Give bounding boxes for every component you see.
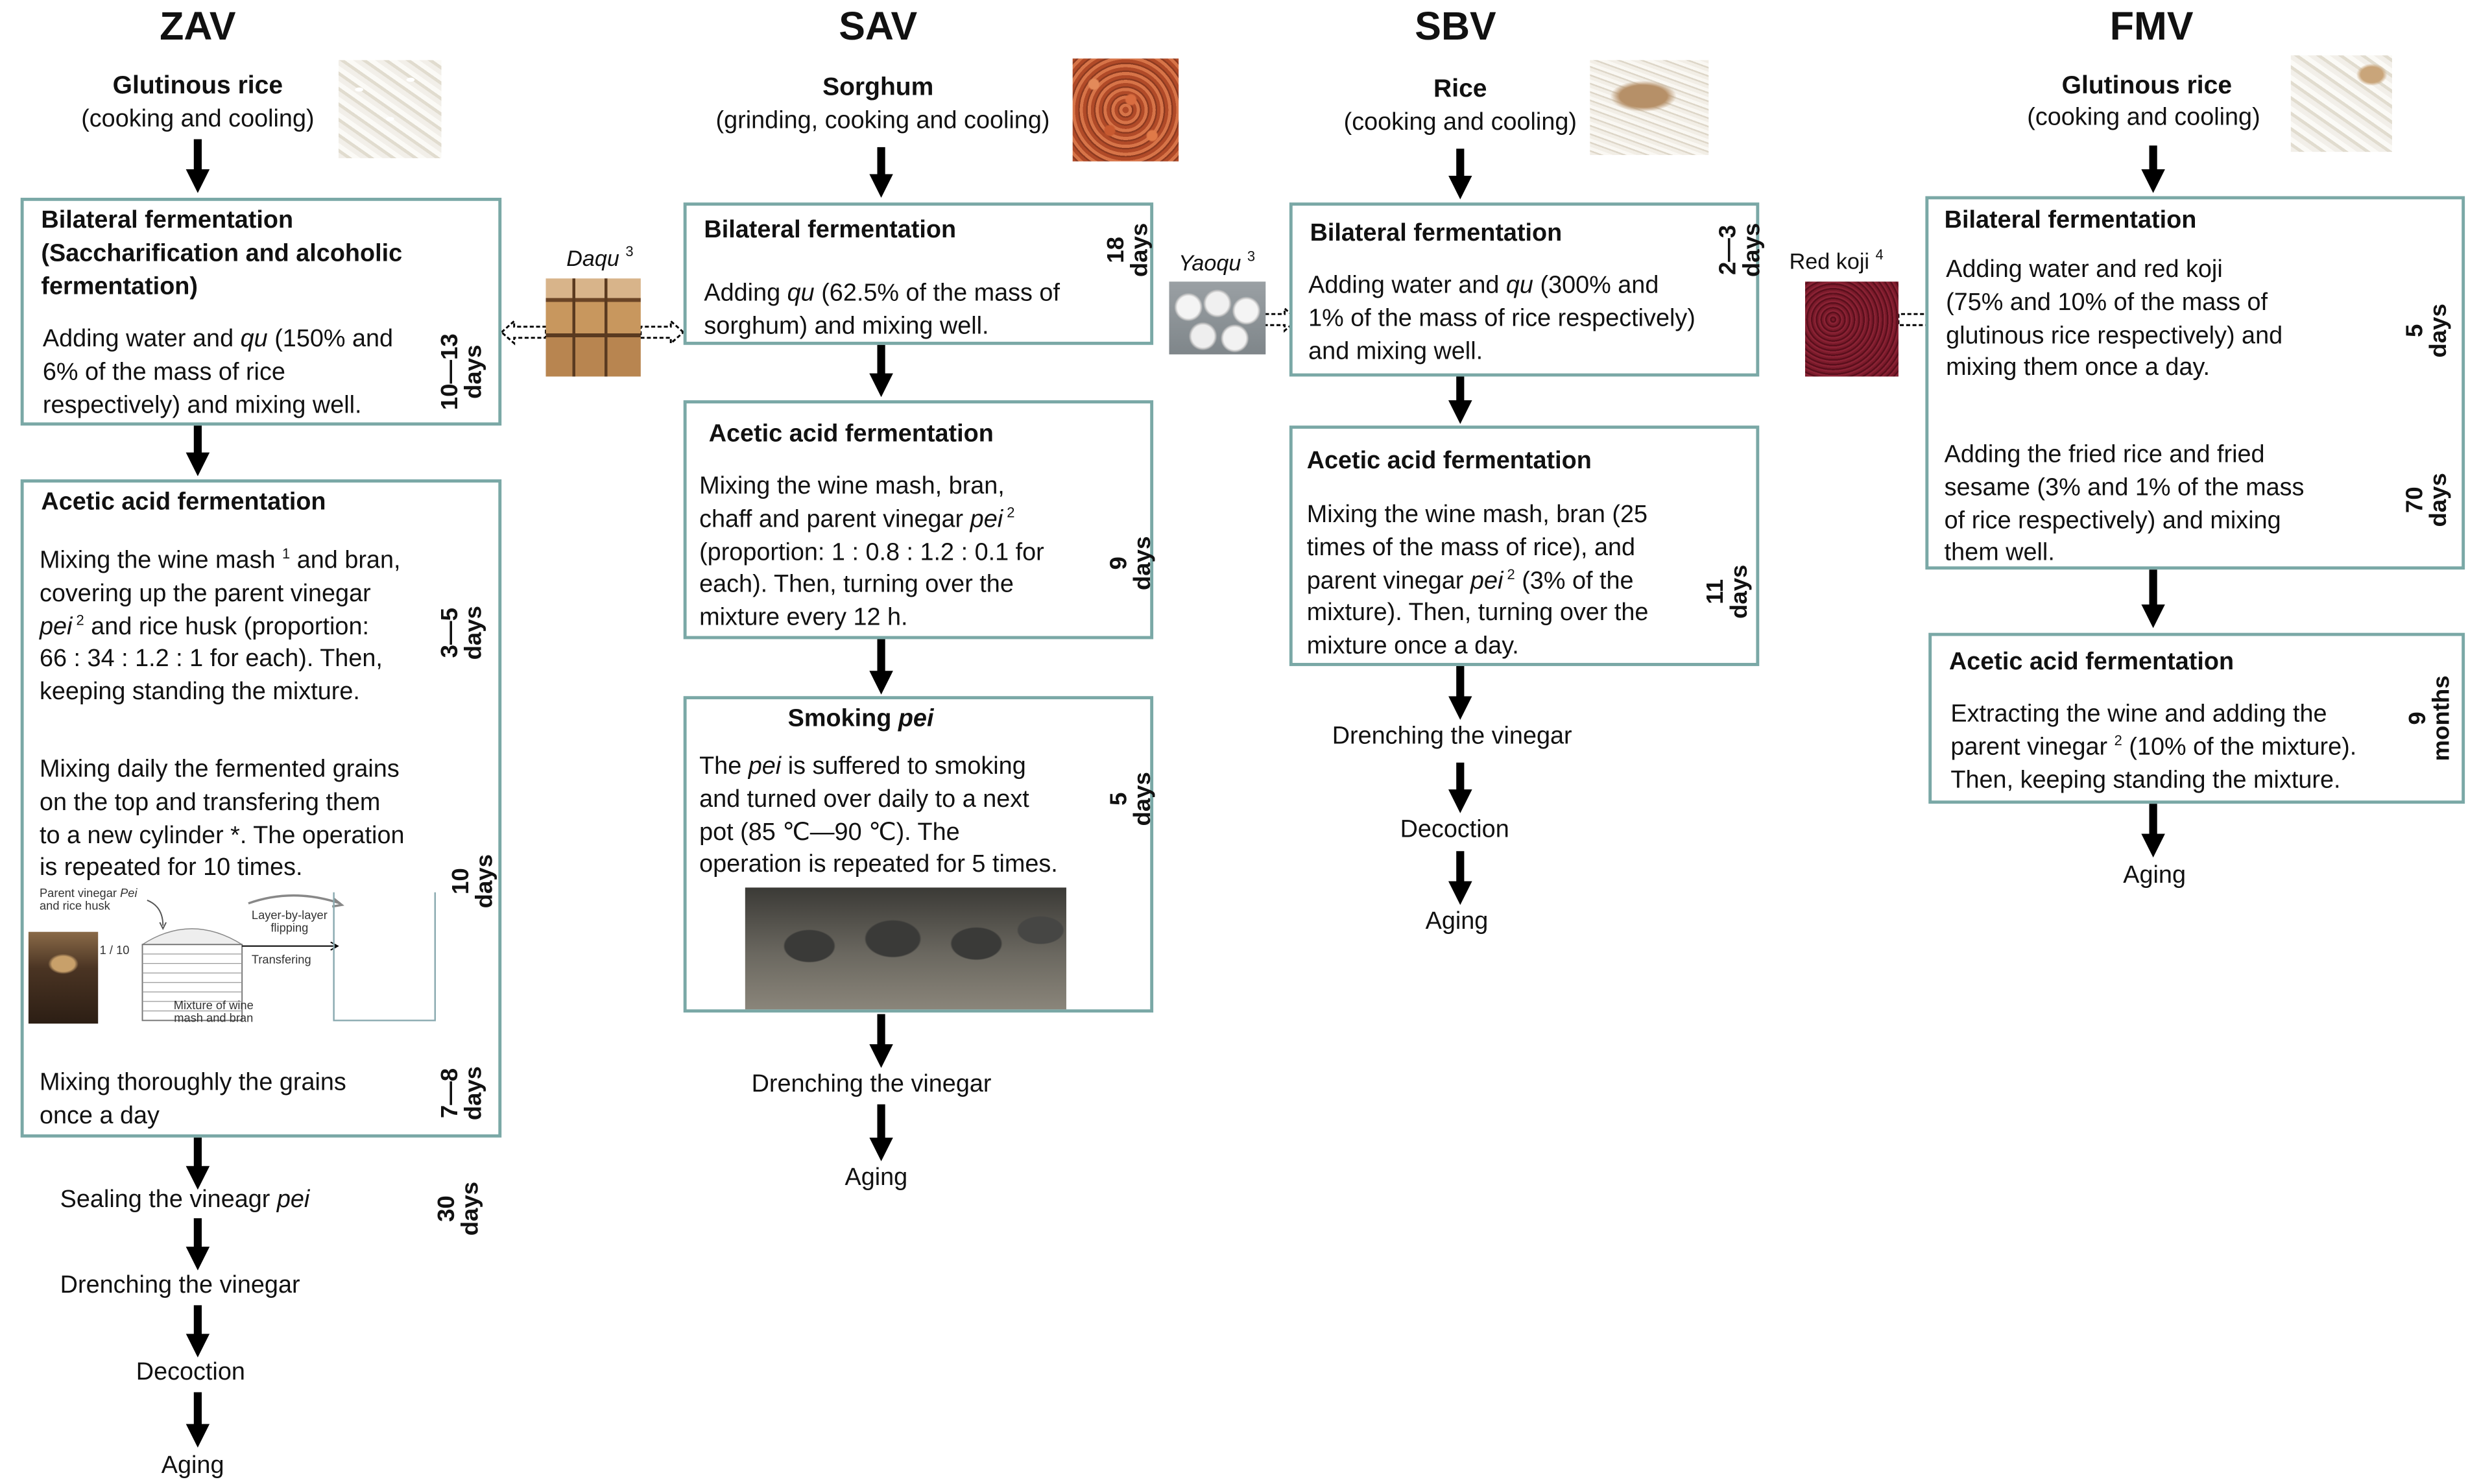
sbv-bilateral-text: Adding water and qu (300% and 1% of the … bbox=[1308, 272, 1695, 365]
sav-smoking-title: Smoking pei bbox=[787, 705, 934, 733]
zav-acetic-box: Acetic acid fermentation Mixing the wine… bbox=[20, 479, 502, 1138]
sbv-decoction-step: Decoction bbox=[1400, 816, 1509, 844]
zav-bilateral-box: Bilateral fermentation (Saccharification… bbox=[20, 197, 502, 426]
zav-acetic-block1: Mixing the wine mash 1 and bran, coverin… bbox=[39, 545, 401, 706]
sbv-process: (cooking and cooling) bbox=[1343, 109, 1577, 136]
zav-bilateral-title-1: Bilateral fermentation bbox=[41, 207, 294, 235]
sav-smoking-box: Smoking pei The pei is suffered to smoki… bbox=[683, 696, 1156, 1013]
sbv-bilateral-title: Bilateral fermentation bbox=[1310, 220, 1563, 247]
sav-acetic-box: Acetic acid fermentation Mixing the wine… bbox=[683, 400, 1156, 640]
transfering-label: Transfering bbox=[251, 952, 311, 967]
daqu-label: Daqu 3 bbox=[566, 243, 634, 271]
daqu-arrow-right bbox=[640, 318, 685, 346]
glutinous-rice-image bbox=[338, 60, 442, 158]
fmv-aging-step: Aging bbox=[2123, 862, 2186, 889]
sorghum-image bbox=[1072, 58, 1179, 162]
zav-sealing-step: Sealing the vineagr pei bbox=[60, 1186, 310, 1214]
fmv-bilateral-box: Bilateral fermentation Adding water and … bbox=[1925, 196, 2465, 570]
parent-vinegar-label: Parent vinegar Pei and rice husk bbox=[39, 885, 138, 913]
sbv-ingredient: Rice bbox=[1433, 76, 1487, 103]
sav-drenching-step: Drenching the vinegar bbox=[751, 1071, 992, 1098]
flow-arrows bbox=[186, 139, 2165, 1448]
schematic-drawing bbox=[141, 892, 436, 1022]
zav-decoction-step: Decoction bbox=[136, 1359, 245, 1386]
sav-acetic-title: Acetic acid fermentation bbox=[708, 420, 994, 448]
zav-bilateral-title-2: (Saccharification and alcoholic bbox=[41, 240, 403, 268]
sbv-acetic-box: Acetic acid fermentation Mixing the wine… bbox=[1289, 425, 1760, 666]
fmv-process: (cooking and cooling) bbox=[2027, 104, 2260, 132]
yaoqu-image bbox=[1169, 281, 1266, 355]
zav-aging-step: Aging bbox=[161, 1452, 224, 1479]
fmv-bilateral-title: Bilateral fermentation bbox=[1944, 207, 2197, 235]
sbv-aging-step: Aging bbox=[1425, 908, 1489, 935]
zav-drenching-step: Drenching the vinegar bbox=[60, 1272, 300, 1299]
smoking-pots-photo bbox=[745, 887, 1066, 1010]
zav-acetic-block3: Mixing thoroughly the grains once a day bbox=[39, 1069, 346, 1130]
daqu-arrow-left bbox=[499, 318, 547, 346]
ratio-label: 1 / 10 bbox=[99, 942, 130, 957]
red-koji-image bbox=[1805, 281, 1899, 377]
fmv-glutinous-rice-image bbox=[2290, 55, 2392, 152]
red-koji-label: Red koji 4 bbox=[1789, 246, 1884, 274]
fmv-bilateral-block1: Adding water and red koji (75% and 10% o… bbox=[1946, 256, 2283, 382]
sav-acetic-text: Mixing the wine mash, bran, chaff and pa… bbox=[699, 473, 1044, 632]
sav-smoking-text: The pei is suffered to smoking and turne… bbox=[699, 753, 1058, 879]
sbv-acetic-title: Acetic acid fermentation bbox=[1306, 448, 1592, 475]
fmv-acetic-text: Extracting the wine and adding the paren… bbox=[1950, 700, 2357, 794]
zav-bilateral-title-3: fermentation) bbox=[41, 273, 198, 301]
sbv-title: SBV bbox=[1415, 5, 1496, 49]
fmv-acetic-title: Acetic acid fermentation bbox=[1948, 649, 2234, 676]
sbv-drenching-step: Drenching the vinegar bbox=[1332, 723, 1572, 750]
layer-flipping-label: Layer-by-layer flipping bbox=[251, 908, 328, 935]
sav-title: SAV bbox=[839, 5, 918, 49]
transfer-schematic: Parent vinegar Pei and rice husk 1 / 10 bbox=[24, 885, 451, 1027]
rice-image bbox=[1590, 60, 1709, 156]
sav-ingredient: Sorghum bbox=[822, 74, 934, 102]
zav-process: (cooking and cooling) bbox=[81, 106, 315, 133]
zav-title: ZAV bbox=[160, 5, 236, 49]
sav-bilateral-box: Bilateral fermentation Adding qu (62.5% … bbox=[683, 202, 1154, 345]
zav-acetic-block2: Mixing daily the fermented grains on the… bbox=[39, 756, 405, 882]
yaoqu-label: Yaoqu 3 bbox=[1179, 248, 1256, 276]
zav-ingredient: Glutinous rice bbox=[112, 73, 283, 100]
zav-bilateral-text: Adding water and qu (150% and 6% of the … bbox=[42, 326, 394, 419]
vinegar-pei-photo bbox=[28, 931, 99, 1024]
sav-process: (grinding, cooking and cooling) bbox=[715, 107, 1050, 135]
sav-aging-step: Aging bbox=[845, 1164, 908, 1191]
fmv-acetic-box: Acetic acid fermentation Extracting the … bbox=[1928, 632, 2465, 804]
daqu-image bbox=[545, 278, 641, 377]
sbv-acetic-text: Mixing the wine mash, bran (25 times of … bbox=[1306, 501, 1649, 660]
sbv-bilateral-box: Bilateral fermentation Adding water and … bbox=[1289, 202, 1766, 377]
zav-acetic-title: Acetic acid fermentation bbox=[41, 488, 326, 516]
fmv-ingredient: Glutinous rice bbox=[2061, 73, 2233, 100]
sav-bilateral-text: Adding qu (62.5% of the mass of sorghum)… bbox=[704, 280, 1060, 340]
mixture-label: Mixture of wine mash and bran bbox=[173, 998, 254, 1025]
fmv-bilateral-block2: Adding the fried rice and fried sesame (… bbox=[1944, 441, 2305, 568]
sav-bilateral-title: Bilateral fermentation bbox=[704, 217, 957, 244]
fmv-title: FMV bbox=[2109, 5, 2194, 49]
